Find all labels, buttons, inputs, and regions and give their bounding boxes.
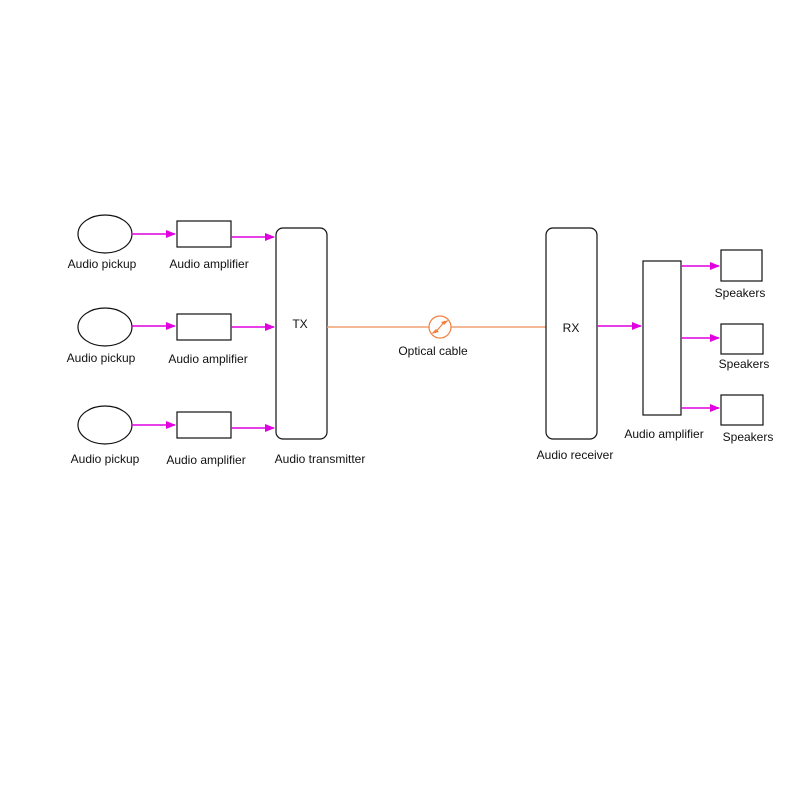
audio-pickup-label: Audio pickup <box>71 452 140 466</box>
rx-label: RX <box>563 321 580 335</box>
optical-cable-label: Optical cable <box>398 344 468 358</box>
audio-pickup-icon <box>77 307 133 347</box>
speakers-label: Speakers <box>719 357 770 371</box>
output-amplifier-label: Audio amplifier <box>624 427 703 441</box>
speaker-box <box>720 323 764 355</box>
audio-receiver-label: Audio receiver <box>537 448 614 462</box>
audio-pickup-icon <box>77 214 133 254</box>
audio-transmitter-box <box>275 227 328 440</box>
output-amplifier-box <box>642 260 682 416</box>
audio-pickup-icon <box>77 405 133 445</box>
audio-transmitter-label: Audio transmitter <box>275 452 366 466</box>
audio-amplifier-box <box>176 313 232 341</box>
audio-amplifier-box <box>176 411 232 439</box>
audio-pickup-label: Audio pickup <box>68 257 137 271</box>
audio-amplifier-box <box>176 220 232 248</box>
speaker-box <box>720 249 763 282</box>
audio-receiver-box <box>545 227 598 440</box>
audio-amplifier-label: Audio amplifier <box>166 453 245 467</box>
optical-connector-icon <box>428 315 452 339</box>
tx-label: TX <box>292 317 307 331</box>
speakers-label: Speakers <box>715 286 766 300</box>
speakers-label: Speakers <box>723 430 774 444</box>
audio-amplifier-label: Audio amplifier <box>168 352 247 366</box>
audio-amplifier-label: Audio amplifier <box>169 257 248 271</box>
speaker-box <box>720 394 764 426</box>
audio-pickup-label: Audio pickup <box>67 351 136 365</box>
